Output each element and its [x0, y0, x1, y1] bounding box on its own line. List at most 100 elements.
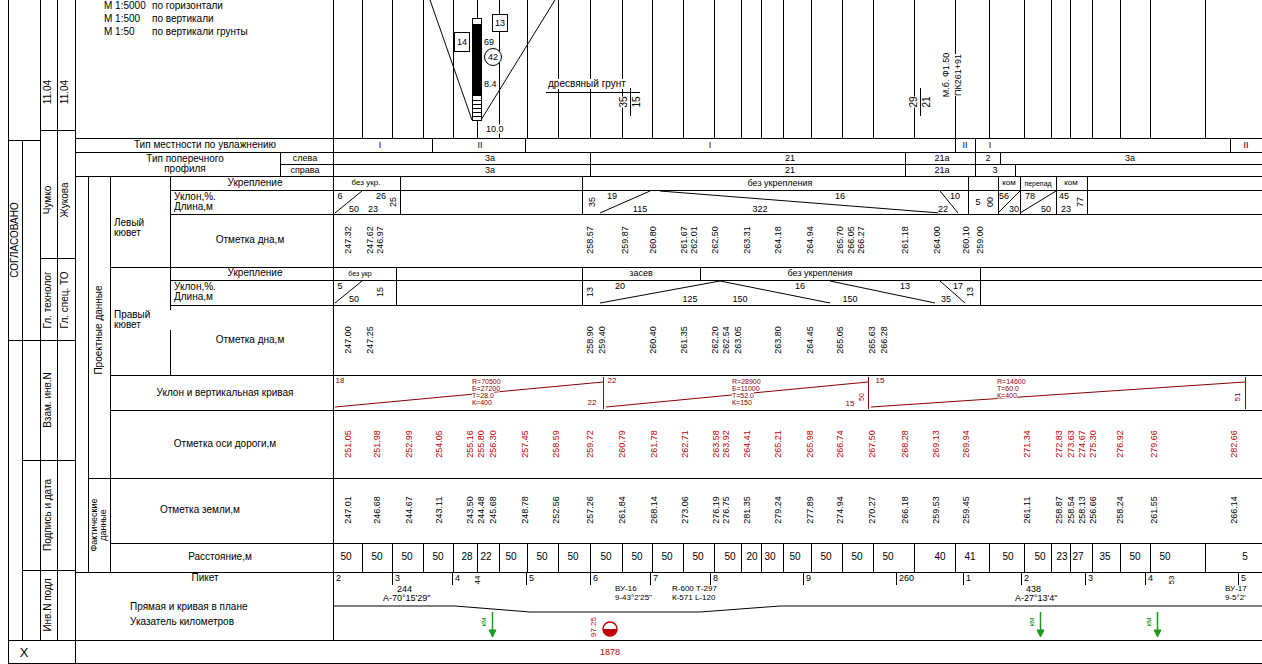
soil-hatch — [473, 100, 481, 101]
grid-line — [333, 0, 334, 640]
grid-line — [110, 543, 1262, 544]
profile-text: 13 — [900, 282, 910, 291]
profile-text: 3 — [992, 166, 997, 175]
sample-circle: 42 — [484, 48, 502, 66]
profile-text: 262.01 — [690, 226, 699, 254]
profile-text: 22 — [938, 205, 948, 214]
profile-text: 17 — [953, 282, 963, 291]
profile-text: 265.63 — [868, 326, 877, 354]
profile-text: I — [379, 141, 382, 150]
profile-text: 258.59 — [552, 430, 561, 458]
profile-text: 10.0 — [486, 125, 504, 134]
picket-tick — [1021, 572, 1022, 585]
distance-tick — [1070, 543, 1071, 572]
distance-tick — [423, 543, 424, 572]
grid-line — [170, 176, 171, 375]
slope-line — [335, 191, 362, 213]
profile-text: 26 — [376, 192, 386, 201]
profile-text: 50 — [1159, 552, 1170, 562]
profile-text: 247.01 — [344, 496, 353, 524]
profile-text: 69 — [484, 38, 494, 47]
profile-text: Уклон,%. Длина,м — [174, 282, 244, 302]
grid-line — [40, 0, 41, 640]
grid-line — [582, 176, 583, 214]
profile-text: 263.80 — [774, 326, 783, 354]
header-grid-line — [392, 0, 393, 138]
profile-text: 23 — [1056, 552, 1067, 562]
distance-tick — [652, 543, 653, 572]
profile-text: 279.66 — [1150, 430, 1159, 458]
distance-tick — [590, 543, 591, 572]
profile-text: 5 — [1242, 552, 1248, 562]
profile-text: ПК261+91 — [954, 54, 963, 96]
km-marker — [1157, 612, 1159, 630]
km-marker-head — [489, 630, 496, 637]
profile-text: I — [989, 141, 992, 150]
profile-text: 8 — [713, 574, 718, 583]
profile-text: 261.84 — [618, 496, 627, 524]
profile-text: 260.80 — [649, 226, 658, 254]
grid-line — [110, 176, 111, 572]
profile-text: 251.05 — [344, 430, 353, 458]
profile-text: 50 — [724, 552, 735, 562]
profile-text: 266.18 — [901, 496, 910, 524]
profile-text: 21а — [934, 166, 949, 175]
profile-text: 1878 — [600, 648, 620, 657]
profile-text: Правый кювет — [114, 310, 172, 330]
profile-text: без укр. — [352, 179, 381, 187]
profile-text: 11.04 — [43, 80, 53, 104]
profile-text: Б=27200 — [472, 385, 500, 392]
profile-text: 13 — [586, 287, 595, 297]
terrain-line — [481, 0, 555, 120]
grid-line — [110, 410, 1262, 411]
profile-text: 256.30 — [489, 430, 498, 458]
profile-text: 28 — [461, 552, 472, 562]
profile-text: 9 — [806, 574, 811, 583]
profile-text: 269.94 — [962, 430, 971, 458]
profile-text: Проектные данные — [94, 285, 104, 374]
profile-text: 40 — [934, 552, 945, 562]
slope-line — [660, 191, 940, 213]
slope-line — [998, 191, 1020, 213]
profile-text: 3а — [485, 154, 495, 163]
profile-text: 8.4 — [484, 80, 497, 89]
grid-line — [8, 340, 75, 341]
profile-text: 271.34 — [1023, 430, 1032, 458]
soil-hatch — [473, 104, 481, 105]
distance-tick — [362, 543, 363, 572]
profile-text: 50 — [1129, 552, 1140, 562]
grid-line — [8, 640, 1262, 641]
grid-line — [75, 152, 1262, 153]
grid-line — [22, 570, 75, 571]
profile-text: Подпись и дата — [43, 479, 53, 551]
distance-tick — [955, 543, 956, 572]
profile-text: 265.70 — [836, 226, 845, 254]
profile-text: 261.18 — [901, 226, 910, 254]
profile-text: М.б. Ф1.50 — [942, 53, 951, 98]
grade-break-tick — [868, 377, 869, 409]
distance-tick — [499, 543, 500, 572]
profile-text: 260.40 — [649, 326, 658, 354]
distance-tick — [741, 543, 742, 572]
profile-text: 261.35 — [680, 326, 689, 354]
profile-text: 23 — [1061, 205, 1071, 214]
profile-text: М 1:500 — [104, 14, 140, 24]
culvert-symbol — [603, 622, 617, 636]
profile-text: Уклон и вертикальная кривая — [156, 388, 293, 398]
grid-line — [75, 0, 76, 664]
profile-text: 16 — [835, 192, 845, 201]
profile-text: 21а — [934, 154, 949, 163]
grid-line — [280, 164, 1262, 165]
profile-text: 258.54 — [1067, 496, 1076, 524]
profile-text: 246.68 — [373, 496, 382, 524]
soil-hatch — [473, 116, 481, 117]
grid-line — [22, 460, 75, 461]
header-grid-line — [362, 0, 363, 138]
profile-text: 266.27 — [857, 226, 866, 254]
profile-text: 50 — [789, 552, 800, 562]
profile-text: 244 — [397, 585, 412, 594]
distance-tick — [989, 543, 990, 572]
grid-line — [75, 138, 1262, 139]
